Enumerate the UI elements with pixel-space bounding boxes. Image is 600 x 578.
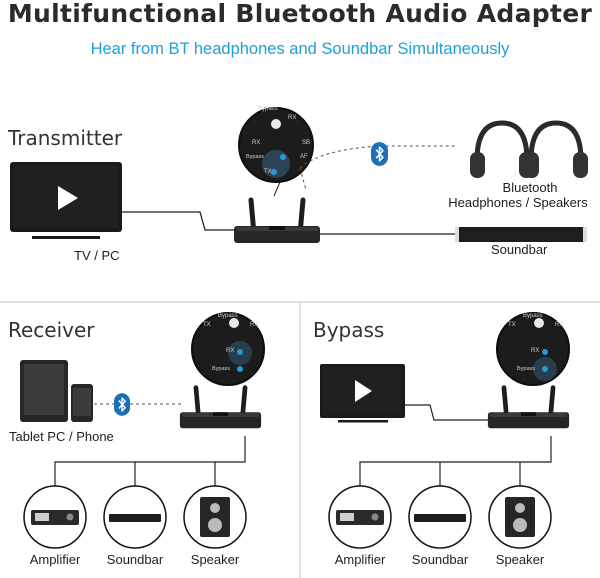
amplifier-icon [23,485,87,549]
panel-label-bypass: Bypass [212,366,231,372]
output-label-soundbar: Soundbar [106,552,164,567]
soundbar-label: Soundbar [491,242,548,257]
headphones-icon [470,120,588,178]
play-icon [355,380,372,402]
panel-label-bypass: Bypass [517,366,536,372]
tablet-phone-label: Tablet PC / Phone [9,429,114,444]
panel-label-sb: SB [302,140,311,146]
panel-label-rx: RX [226,348,235,354]
panel-label-af: AF [300,154,308,160]
panel-label-tx: TX [508,322,516,328]
bluetooth-icon [114,393,130,416]
panel-label-bypass-top: Bypass [523,313,543,319]
page-subtitle: Hear from BT headphones and Soundbar Sim… [90,40,510,58]
phone-icon [71,384,93,422]
output-label-soundbar: Soundbar [411,552,469,567]
headphones-label-line1: Bluetooth [502,180,558,195]
adapter-device-transmitter [234,200,320,243]
play-icon [58,186,78,210]
soundbar-icon [103,485,167,549]
bluetooth-icon [371,142,388,166]
page-title: Multifunctional Bluetooth Audio Adapter [7,0,593,28]
bypass-section [320,312,570,549]
panel-label-rx: RX [252,140,261,146]
output-label-amplifier: Amplifier [29,552,81,567]
receiver-section [20,312,265,549]
tv-device [320,364,405,423]
control-panel-zoom-receiver [191,312,265,386]
output-label-speaker: Speaker [190,552,240,567]
tv-device [10,162,122,239]
tv-pc-label: TV / PC [74,248,120,263]
output-label-amplifier: Amplifier [334,552,386,567]
panel-label-rx-top: RX [555,322,564,328]
panel-label-bypass-top: Bypass [218,313,238,319]
soundbar-icon [408,485,472,549]
output-label-speaker: Speaker [495,552,545,567]
soundbar-icon [455,227,587,242]
section-heading-bypass: Bypass [313,318,385,342]
panel-label-rx: RX [531,348,540,354]
panel-label-rx-top: RX [288,115,297,121]
control-panel-zoom-transmitter [238,107,314,197]
speaker-icon [183,485,247,549]
transmitter-section [10,107,588,243]
panel-label-bypass-top: Bypass [258,106,278,112]
adapter-device-receiver [180,388,261,429]
panel-label-rx-top: RX [250,322,259,328]
adapter-device-bypass [488,388,569,429]
headphones-label-line2: Headphones / Speakers [448,195,588,210]
section-heading-transmitter: Transmitter [8,126,123,150]
panel-label-tx: TX [203,322,211,328]
amplifier-icon [328,485,392,549]
speaker-icon [488,485,552,549]
section-heading-receiver: Receiver [8,318,95,342]
control-panel-zoom-bypass [496,312,570,386]
panel-label-bypass: Bypass [246,154,265,160]
panel-label-tx: TX [264,169,272,175]
tablet-icon [20,360,68,422]
